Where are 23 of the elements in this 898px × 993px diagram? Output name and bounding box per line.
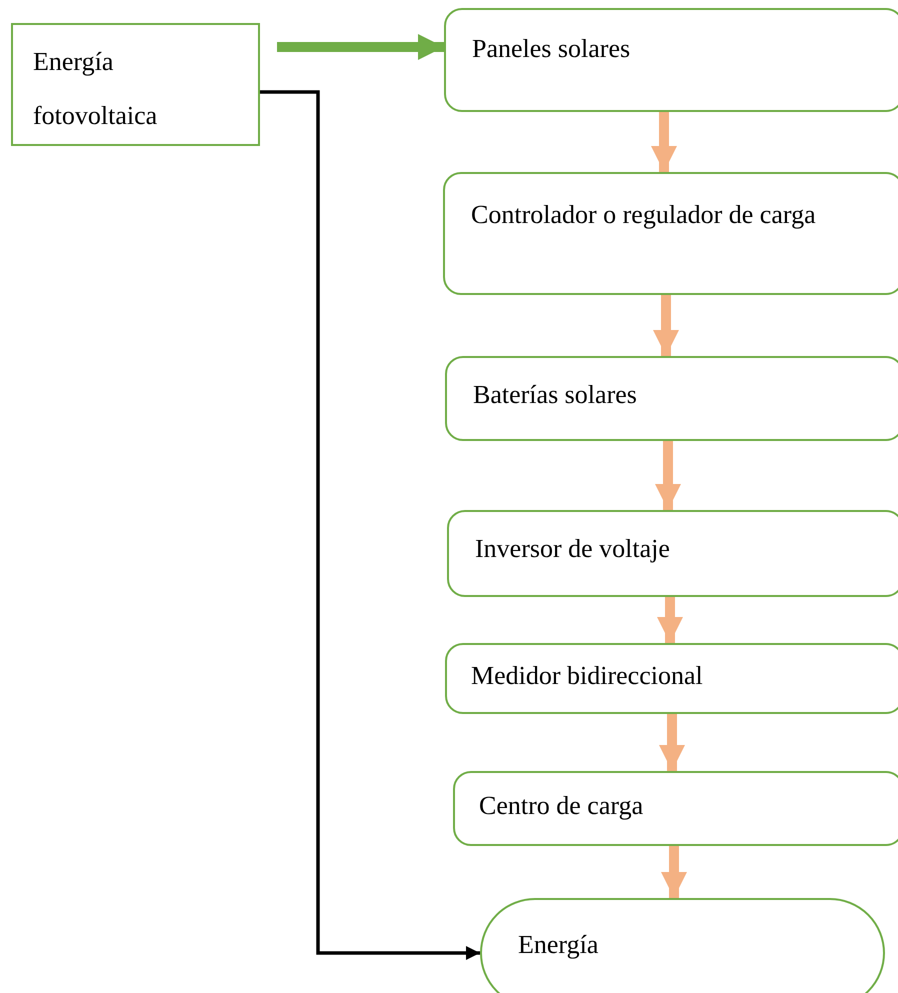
arrow [659,714,685,771]
arrow [277,34,444,60]
process-box [445,643,898,714]
node-label: Centro de carga [479,790,644,822]
arrow [657,597,683,643]
arrow [651,112,677,172]
arrow [653,295,679,356]
node-label: Baterías solares [473,379,637,411]
node-label: Controlador o regulador de carga [471,199,816,231]
process-box [453,771,898,846]
process-box [444,8,898,112]
arrow [655,441,681,510]
node-label: Energía [518,929,598,961]
node-label: Inversor de voltaje [475,533,670,565]
arrow [661,846,687,898]
process-box [447,510,898,597]
node-label: Medidor bidireccional [471,660,703,692]
process-box [445,356,898,441]
arrow [260,90,480,960]
node-label: Energía fotovoltaica [33,46,158,132]
process-box [11,23,260,146]
process-box [443,172,898,295]
node-label: Paneles solares [472,33,630,65]
